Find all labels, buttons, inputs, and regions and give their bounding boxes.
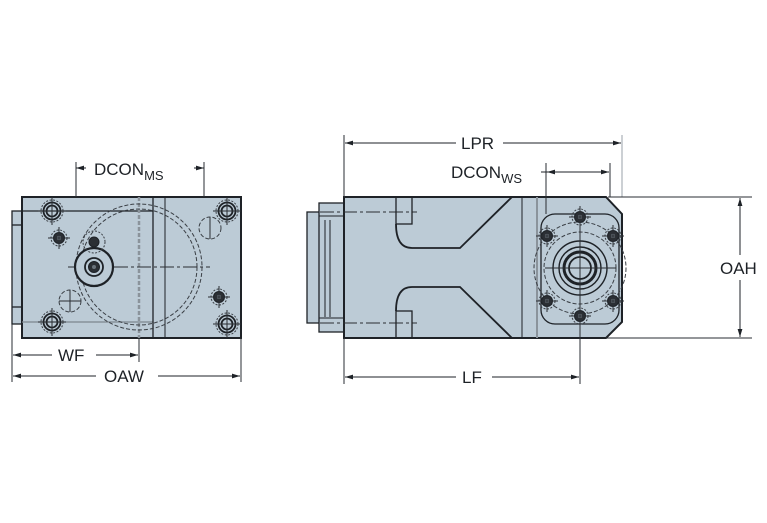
end-view: DCONMS WF OAW [11, 160, 242, 386]
dim-label-dcon-ms: DCONMS [94, 160, 164, 183]
side-view: LPR DCONWS OAH LF [306, 134, 757, 387]
dim-label-wf: WF [58, 346, 84, 365]
dim-label-oaw: OAW [104, 367, 144, 386]
dim-label-dcon-ws: DCONWS [451, 163, 522, 186]
dim-label-lf: LF [462, 368, 482, 387]
dim-label-oah: OAH [720, 259, 757, 278]
dim-label-lpr: LPR [461, 134, 494, 153]
